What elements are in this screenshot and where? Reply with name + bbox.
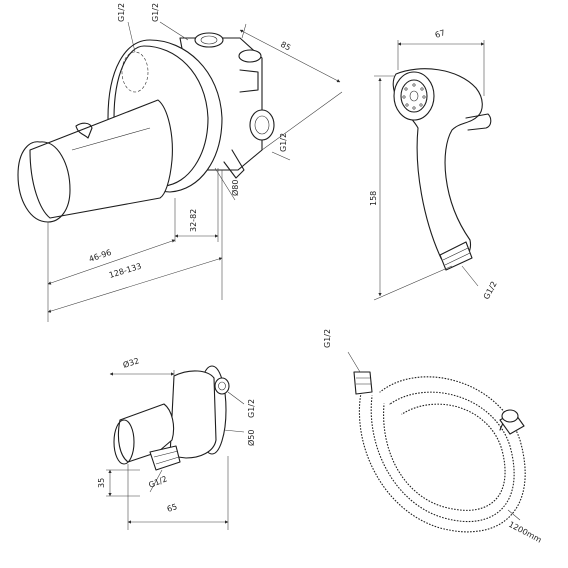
hose-coils [357, 374, 528, 535]
valve-inlet-thread-label-right: G1/2 [151, 3, 160, 22]
elbow-dimensions [106, 370, 245, 530]
elbow-head-diameter-label: Ø32 [122, 355, 141, 370]
hose-connector-end [499, 409, 525, 435]
valve-outlet-thread-label: G1/2 [279, 133, 288, 152]
sprayer-length-label: 158 [369, 191, 378, 206]
hose-connector-top [353, 371, 373, 395]
elbow-length-label: 65 [166, 502, 178, 514]
elbow-body [113, 365, 230, 471]
sprayer-width-label: 67 [434, 28, 446, 40]
elbow-inlet-thread-label: G1/2 [147, 474, 168, 489]
sprayer-body [392, 68, 492, 271]
valve-inlet-thread-label-left: G1/2 [117, 3, 126, 22]
hose-thread-label: G1/2 [323, 329, 332, 348]
elbow-thread-label: G1/2 [247, 399, 256, 418]
sprayer-nozzle-holes [402, 83, 426, 110]
elbow-height-label: 35 [97, 478, 106, 488]
concealed-valve-drawing: G1/2 G1/2 85 G1/2 Ø80 32-82 46-96 128-13… [17, 3, 343, 322]
sprayer-dimensions [373, 40, 485, 301]
flexible-hose-drawing: G1/2 1200mm [323, 329, 543, 545]
valve-overall-range-label: 128-133 [108, 262, 143, 280]
hose-length-label: 1200mm [507, 520, 543, 545]
valve-depth-label: 85 [279, 40, 292, 53]
sprayer-thread-label: G1/2 [482, 280, 499, 301]
valve-trim-length-label: 32-82 [189, 209, 198, 232]
hose-dimensions [347, 351, 521, 521]
valve-plate-diameter-label: Ø80 [230, 180, 240, 196]
hand-sprayer-drawing: 67 158 G1/2 [369, 28, 499, 301]
valve-handle-range-label: 46-96 [88, 248, 113, 264]
valve-handle [17, 99, 173, 223]
elbow-plate-diameter-label: Ø50 [246, 430, 256, 446]
valve-dimensions [47, 21, 343, 322]
wall-elbow-drawing: Ø32 G1/2 Ø50 35 G1/2 65 [97, 355, 256, 530]
